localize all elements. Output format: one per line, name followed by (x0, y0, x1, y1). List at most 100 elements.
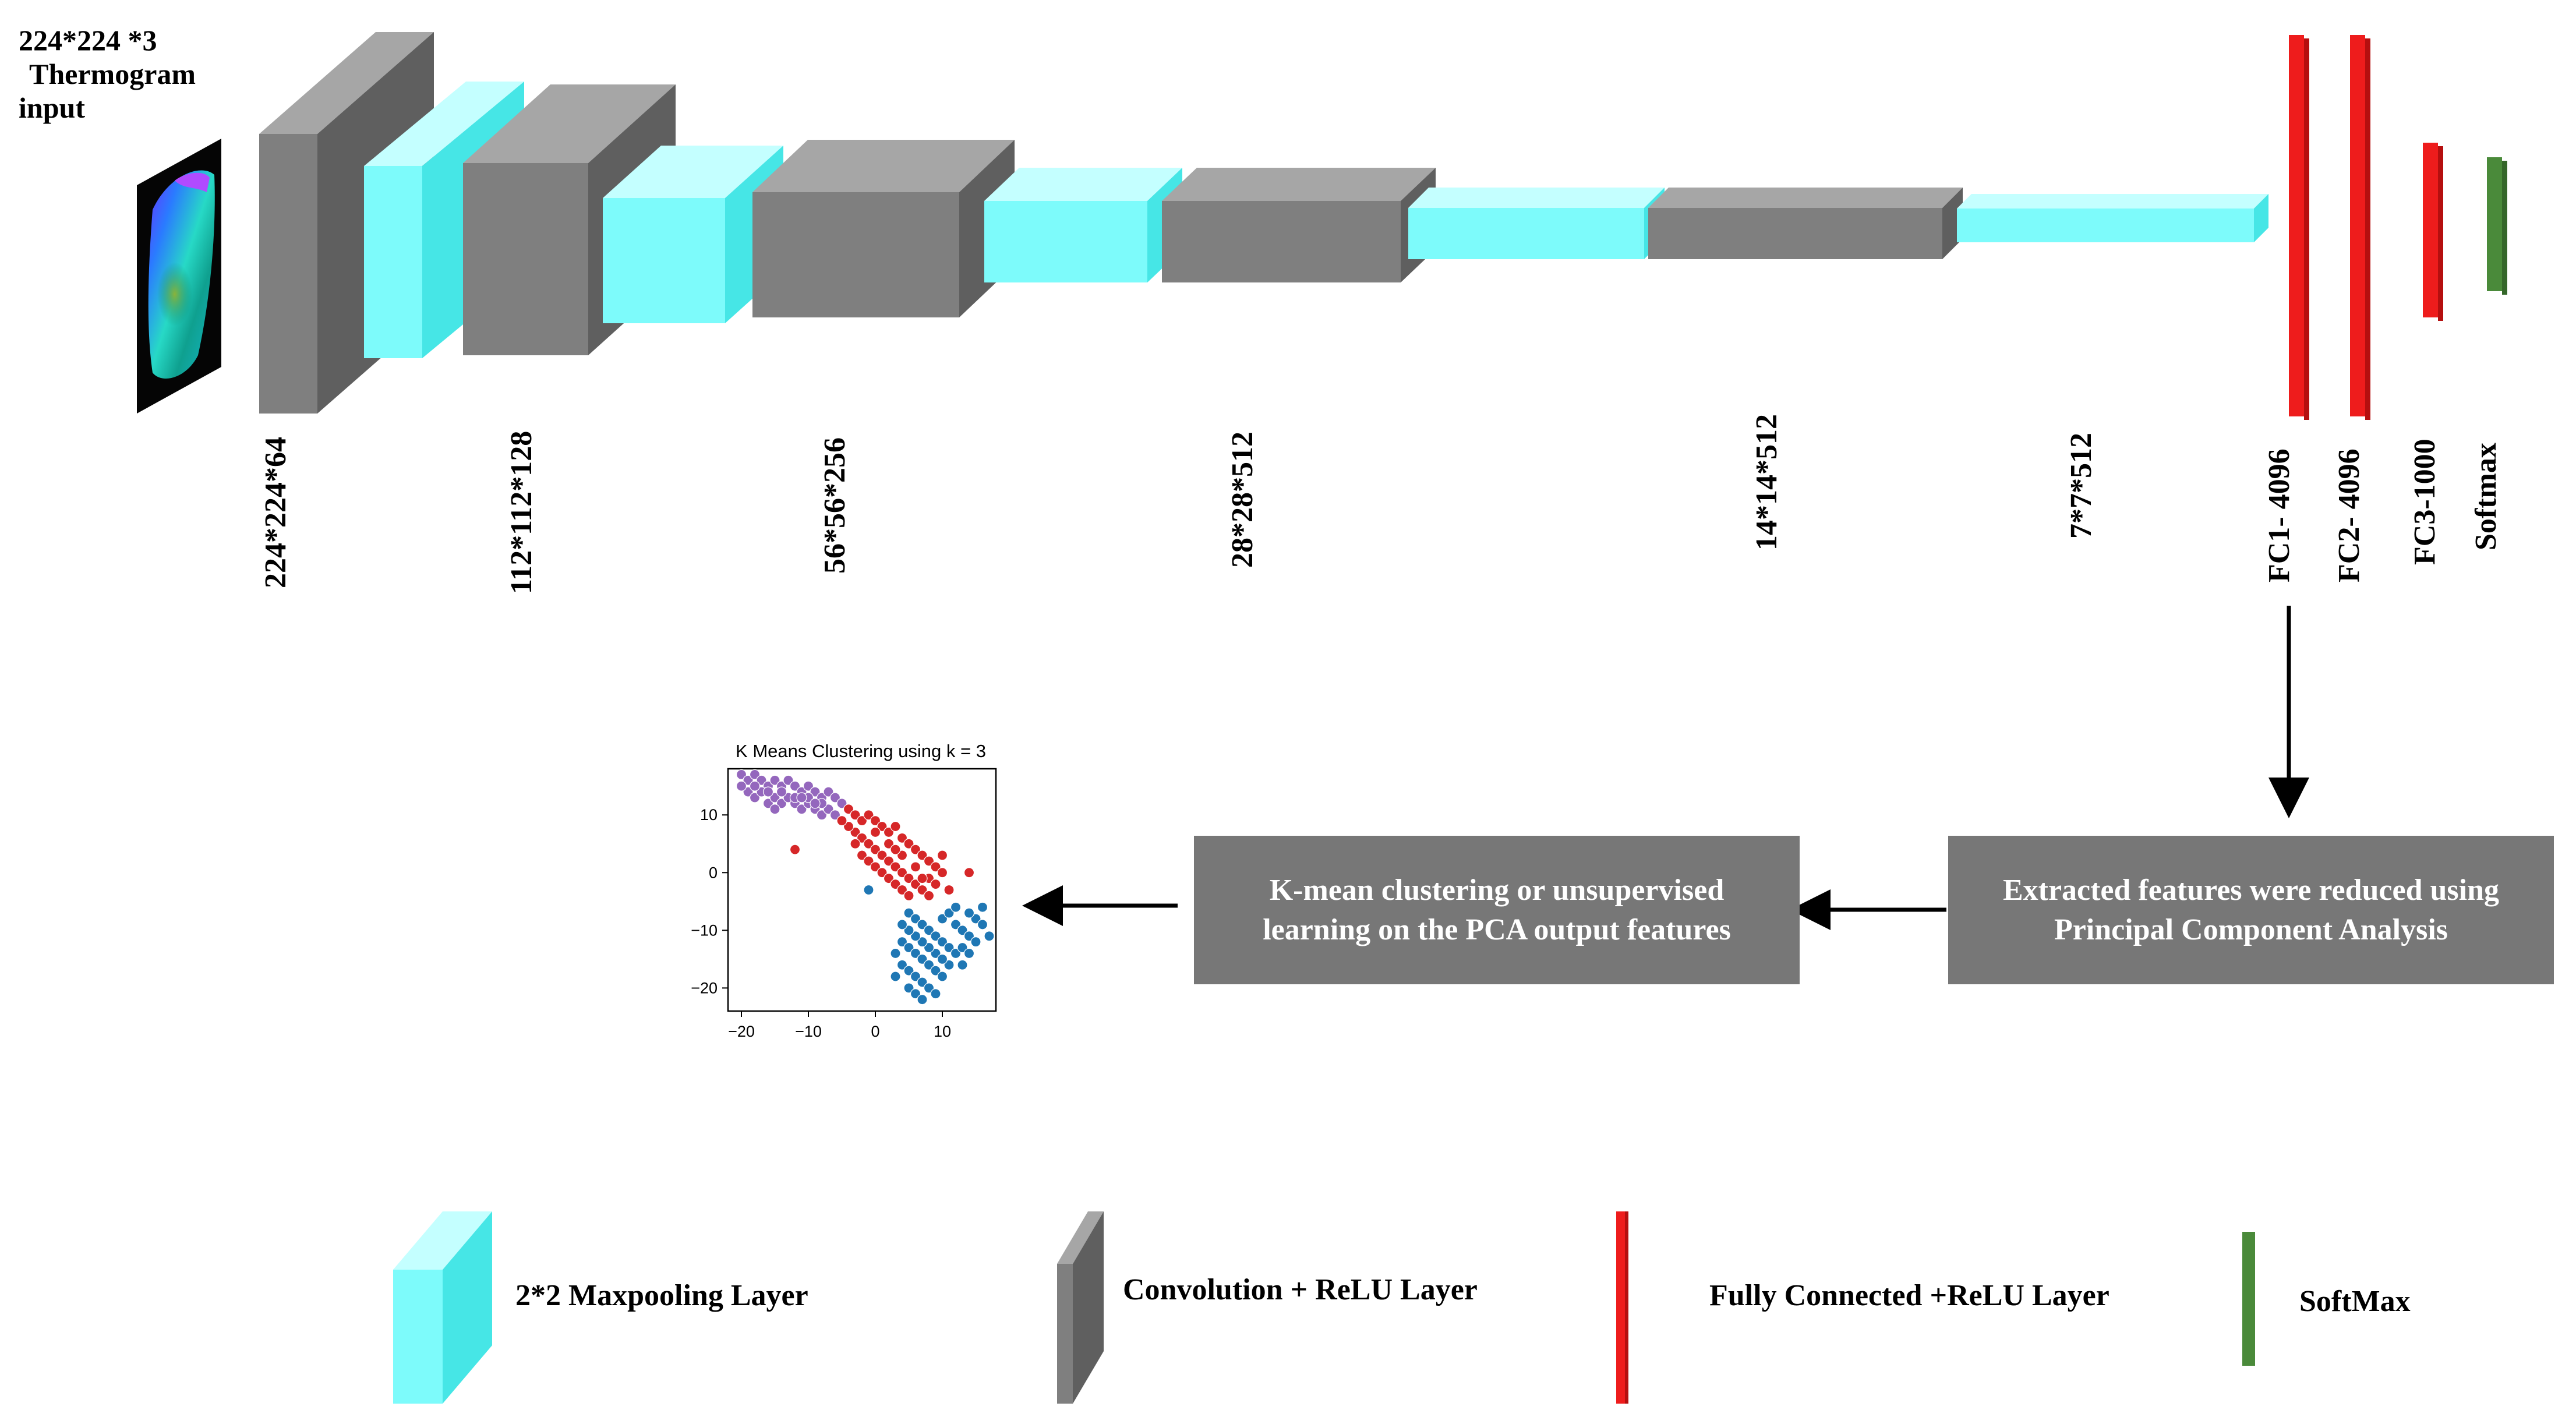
cluster-1-point (743, 775, 754, 786)
cluster-1-point (769, 792, 780, 803)
cluster-1-point (769, 804, 780, 815)
cluster-3-point (937, 953, 948, 964)
pca-box: Extracted features were reduced using Pr… (1948, 836, 2554, 984)
cluster-1-point (823, 804, 834, 815)
cluster-2-point (870, 861, 881, 872)
dim-label-d5: 14*14*512 (1750, 414, 1783, 550)
cluster-2-point (863, 810, 874, 821)
cluster-3-point (944, 907, 955, 918)
cluster-2-point (896, 867, 908, 878)
cluster-2-point (843, 804, 854, 815)
cluster-1-point (829, 810, 841, 821)
cluster-2-point (890, 821, 901, 832)
dim-label-d6: 7*7*512 (2065, 433, 2098, 539)
cluster-1-point (749, 792, 761, 803)
chart-title: K Means Clustering using k = 3 (736, 741, 986, 761)
cluster-1-point (762, 798, 774, 809)
cluster-2-point (910, 878, 921, 890)
input-title-line2: Thermogram (29, 58, 196, 90)
cluster-2-point (930, 878, 941, 890)
cluster-3-point (984, 931, 995, 942)
cluster-3-point (910, 931, 921, 942)
cluster-1-point (803, 780, 814, 791)
cluster-1-point (836, 798, 847, 809)
dim-label-fc3: FC3-1000 (2408, 439, 2441, 565)
cluster-3-point (903, 983, 914, 994)
cluster-1-point (810, 798, 821, 809)
cluster-2-point (870, 844, 881, 855)
dim-label-d4: 28*28*512 (1226, 432, 1259, 568)
y-tick-label: 0 (709, 864, 718, 881)
cluster-3-point (923, 925, 935, 936)
cluster-2-point (870, 815, 881, 826)
cluster-1-point (783, 775, 794, 786)
cluster-2-point (903, 838, 914, 849)
cluster-2-point (937, 867, 948, 878)
cluster-1-point (749, 769, 761, 780)
cluster-3-point (944, 942, 955, 953)
cluster-3-point (930, 988, 941, 999)
cluster-2-point (883, 838, 895, 849)
conv-block-5 (1648, 188, 1963, 259)
cluster-1-point (789, 780, 801, 791)
cluster-1-point (776, 798, 787, 809)
cluster-3-point (903, 907, 914, 918)
cluster-1-point (816, 810, 828, 821)
cluster-1-point (749, 780, 761, 791)
legend-softmax-symbol (2242, 1232, 2255, 1366)
cluster-2-point (863, 838, 874, 849)
pca-line2: Principal Component Analysis (2054, 913, 2448, 946)
cluster-2-point (917, 873, 928, 884)
cluster-2-point (883, 856, 895, 867)
cluster-1-point (796, 792, 807, 803)
cluster-2-point (963, 867, 975, 878)
cluster-2-point (917, 850, 928, 861)
cluster-3-point (957, 925, 968, 936)
cluster-3-point (910, 913, 921, 924)
cluster-1-point (829, 792, 841, 803)
cluster-2-point (930, 861, 941, 872)
input-title: 224*224 *3 Thermogram input (19, 23, 196, 125)
legend-fc-label: Fully Connected +ReLU Layer (1709, 1279, 2109, 1312)
pool-block-4 (1408, 188, 1665, 259)
softmax-bar (2487, 157, 2507, 295)
cluster-3-point (903, 965, 914, 976)
cluster-2-point (903, 873, 914, 884)
cluster-3-point (950, 919, 962, 930)
legend-fc-symbol (1616, 1211, 1628, 1404)
fc3-bar (2423, 143, 2443, 321)
y-tick-label: −20 (691, 979, 718, 997)
pca-line1: Extracted features were reduced using (2002, 873, 2500, 907)
cluster-3-point (917, 953, 928, 964)
x-tick-label: −20 (728, 1023, 755, 1040)
cluster-2-point (856, 832, 868, 843)
cluster-2-point (836, 815, 847, 826)
cluster-3-point (963, 948, 975, 959)
cluster-3-point (890, 948, 901, 959)
cluster-3-point (910, 988, 921, 999)
cluster-3-point (963, 907, 975, 918)
fc1-bar (2289, 35, 2309, 420)
cnn-layers (259, 32, 2507, 420)
cluster-2-point (877, 850, 888, 861)
cluster-3-point (937, 971, 948, 982)
cluster-3-point (923, 959, 935, 970)
cluster-1-point (743, 786, 754, 797)
cluster-3-point (930, 948, 941, 959)
cluster-1-point (762, 786, 774, 797)
cluster-2-point (877, 821, 888, 832)
cluster-2-point (843, 821, 854, 832)
cluster-3-point (937, 937, 948, 948)
dim-label-fc2: FC2- 4096 (2333, 448, 2366, 582)
pool-block-5 (1957, 194, 2268, 242)
cluster-2-point (850, 810, 861, 821)
cluster-3-point (930, 931, 941, 942)
kmeans-line1: K-mean clustering or unsupervised (1269, 873, 1725, 907)
cluster-2-point (923, 856, 935, 867)
cluster-3-point (903, 925, 914, 936)
cluster-3-point (957, 959, 968, 970)
